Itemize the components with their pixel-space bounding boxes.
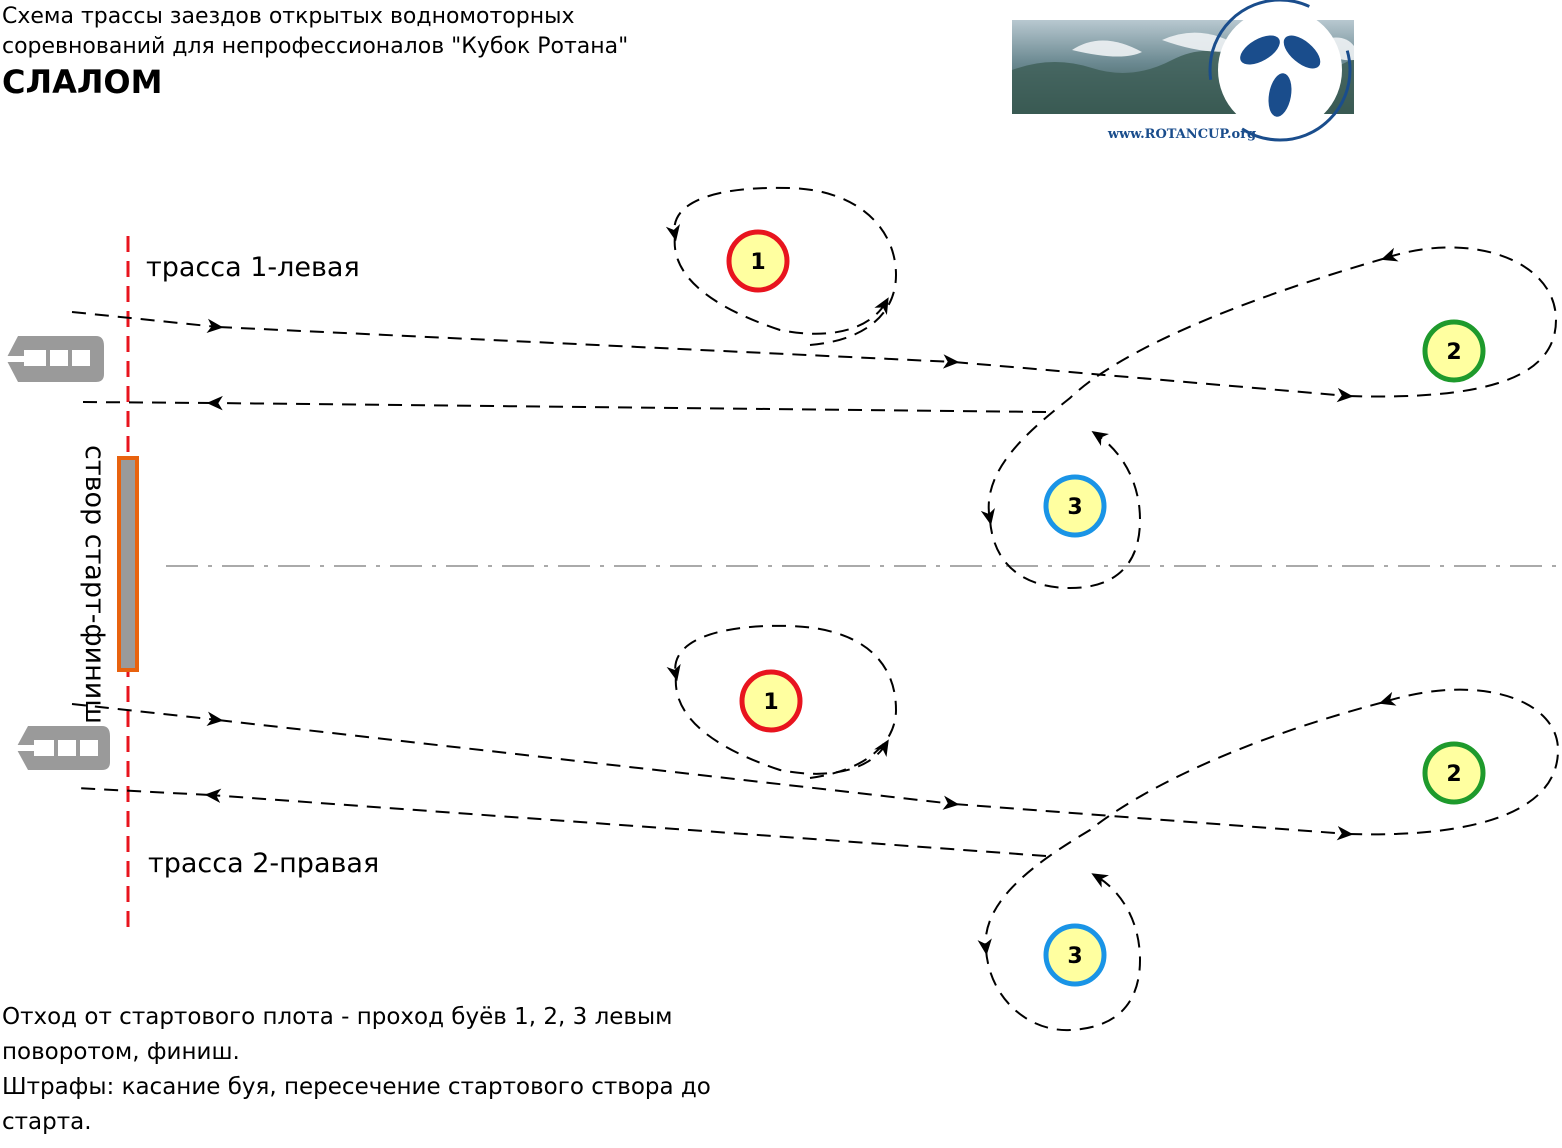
buoy-1-track-2: 1 [739, 669, 803, 733]
gate-label: створ старт-финиш [79, 445, 110, 724]
title-line-2: соревнований для непрофессионалов "Кубок… [2, 34, 629, 59]
track-1-label: трасса 1-левая [146, 252, 360, 283]
course-notes: Отход от стартового плота - проход буёв … [2, 1000, 762, 1140]
boat-icon-track-2 [16, 726, 110, 770]
track-2-route [71, 624, 1560, 1032]
rotan-fish-propeller-icon [1240, 35, 1321, 117]
diagram-title: Схема трассы заездов открытых водномотор… [2, 2, 628, 62]
discipline-title: СЛАЛОМ [2, 63, 163, 101]
boat-icon-track-1 [6, 336, 104, 382]
start-raft [117, 456, 139, 672]
rotancup-logo: www.ROTANCUP.org [1012, 0, 1354, 142]
track-2-label: трасса 2-правая [148, 848, 379, 879]
title-line-1: Схема трассы заездов открытых водномотор… [2, 4, 575, 29]
buoy-3-label: 3 [1067, 495, 1082, 520]
buoy-2-track-2: 2 [1422, 741, 1486, 805]
buoy-1-track-1: 1 [726, 229, 790, 293]
buoy-1-label: 1 [763, 690, 778, 715]
buoy-3-track-2: 3 [1043, 923, 1107, 987]
buoy-1-label: 1 [750, 250, 765, 275]
penalties-description: Штрафы: касание буя, пересечение стартов… [2, 1074, 711, 1135]
logo-url: www.ROTANCUP.org [1107, 127, 1256, 142]
buoy-3-label: 3 [1067, 944, 1082, 969]
buoy-2-label: 2 [1446, 340, 1461, 365]
buoy-3-track-1: 3 [1043, 474, 1107, 538]
track-1-route [71, 186, 1558, 590]
course-description: Отход от стартового плота - проход буёв … [2, 1004, 673, 1065]
buoy-2-track-1: 2 [1422, 319, 1486, 383]
buoy-2-label: 2 [1446, 762, 1461, 787]
